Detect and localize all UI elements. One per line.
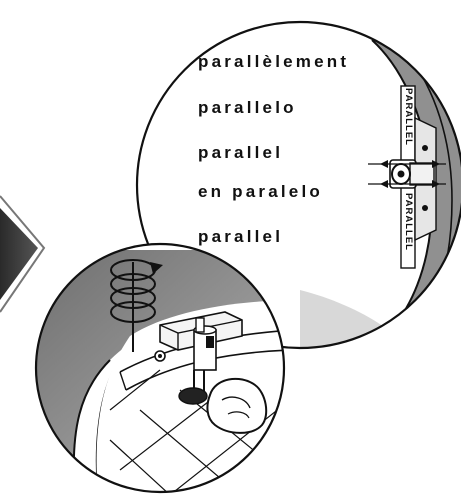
alignment-bracket <box>368 85 446 269</box>
translation-word-spanish: en paralelo <box>198 182 323 201</box>
translation-word-italian: parallelo <box>198 98 297 117</box>
translation-word-french: parallèlement <box>198 52 350 71</box>
parallel-gauge-label-lower: PARALLEL <box>403 193 414 251</box>
parallel-gauge-label-upper: PARALLEL <box>403 88 414 146</box>
translation-word-dutch: parallel <box>198 227 284 246</box>
bracket-screw-icon <box>154 311 243 405</box>
fingertip-icon <box>206 377 268 434</box>
rotation-spiral-icon <box>110 259 163 352</box>
direction-arrow-icon <box>0 195 46 313</box>
translation-word-german: parallel <box>198 143 284 162</box>
